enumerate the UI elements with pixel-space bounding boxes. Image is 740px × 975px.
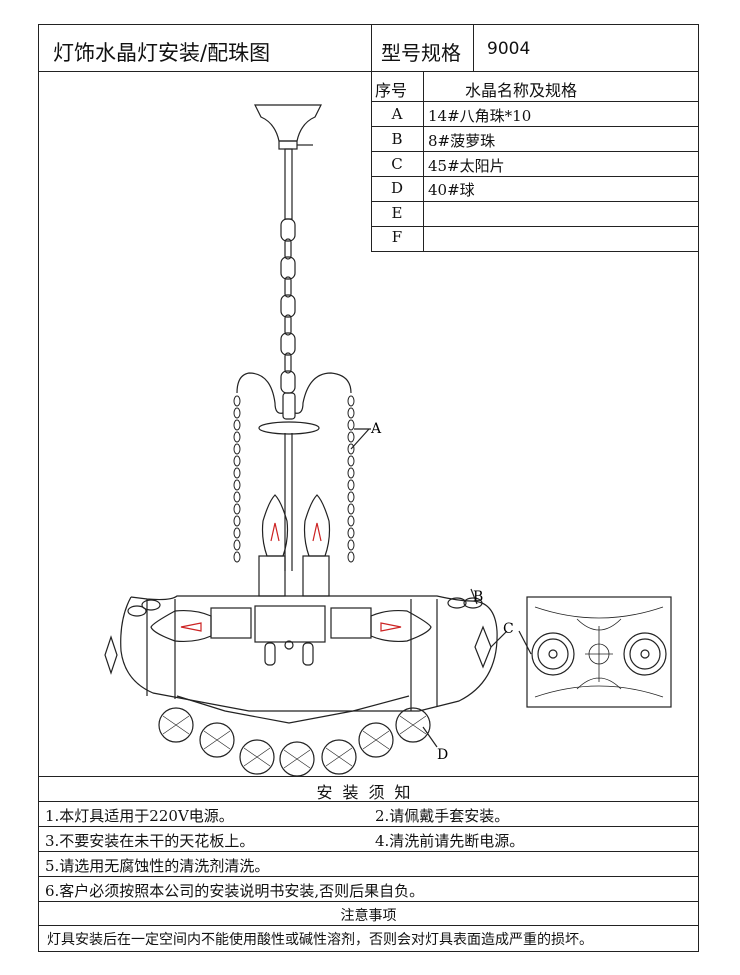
divider (371, 126, 698, 127)
row-code: E (391, 204, 403, 222)
row-code: C (391, 155, 403, 173)
model-label: 型号规格 (381, 41, 461, 65)
divider (423, 71, 424, 251)
divider (39, 925, 698, 926)
divider (371, 176, 698, 177)
divider (371, 25, 372, 71)
divider (39, 776, 698, 777)
side-pendant-left (104, 635, 118, 675)
canopy (254, 104, 322, 142)
divider (39, 876, 698, 877)
chain (280, 218, 296, 394)
decor-plate (258, 421, 320, 435)
socket-right (330, 607, 372, 639)
model-value: 9004 (487, 39, 531, 59)
crystal-balls (158, 707, 431, 776)
row-code: B (391, 130, 403, 148)
callout-b: B (473, 589, 483, 605)
side-pendant-right (474, 625, 492, 669)
callout-d: D (437, 747, 448, 763)
divider (39, 851, 698, 852)
canopy-collar (278, 140, 298, 150)
bulb-upper-left (258, 494, 289, 597)
row-desc: 8#菠萝珠 (428, 132, 496, 150)
callout-a: A (370, 421, 382, 437)
row-code: D (390, 179, 404, 197)
notice-item-5: 5.请选用无腐蚀性的清洗剂清洗。 (45, 857, 270, 875)
notice-item-3: 3.不要安装在未干的天花板上。 (45, 832, 255, 850)
sheet-title: 灯饰水晶灯安装/配珠图 (53, 41, 271, 65)
col-desc-header: 水晶名称及规格 (465, 81, 578, 100)
central-body (254, 605, 326, 643)
divider (371, 201, 698, 202)
rod (284, 148, 293, 220)
upper-arm-right (294, 372, 352, 414)
installation-sheet: 灯饰水晶灯安装/配珠图 型号规格 9004 序号 水晶名称及规格 A 14#八角… (38, 24, 699, 952)
divider (371, 151, 698, 152)
bulb-upper-right (302, 494, 331, 597)
divider (39, 71, 698, 72)
bulb-right (370, 609, 432, 643)
upper-arm-left (236, 372, 284, 414)
divider (39, 826, 698, 827)
col-code-header: 序号 (375, 81, 408, 100)
row-desc: 14#八角珠*10 (428, 107, 532, 125)
row-code: A (391, 105, 403, 123)
notice-item-2: 2.请佩戴手套安装。 (375, 807, 510, 825)
divider (473, 25, 474, 71)
notice-item-1: 1.本灯具适用于220V电源。 (45, 807, 234, 825)
divider (371, 226, 698, 227)
bulb-left (150, 609, 212, 643)
socket-left (210, 607, 252, 639)
row-desc: 40#球 (428, 181, 475, 199)
crystal-strand-left (233, 395, 241, 563)
pineapple-beads (127, 597, 483, 617)
caution-heading: 注意事项 (340, 908, 397, 924)
notice-item-4: 4.清洗前请先断电源。 (375, 832, 525, 850)
crystal-strand-right (347, 395, 355, 563)
row-desc: 45#太阳片 (428, 157, 505, 175)
frame-arc (120, 595, 498, 712)
hook-body (282, 392, 296, 420)
divider (371, 251, 698, 252)
row-code: F (391, 228, 403, 246)
divider (39, 801, 698, 802)
divider (371, 71, 372, 251)
callout-c: C (503, 621, 514, 637)
divider (39, 901, 698, 902)
caution-text: 灯具安装后在一定空间内不能使用酸性或碱性溶剂，否则会对灯具表面造成严重的损坏。 (47, 932, 593, 948)
notice-heading: 安装须知 (316, 783, 421, 802)
sun-plate-detail (518, 596, 672, 708)
chandelier-drawing: A B C D (104, 104, 672, 776)
divider (371, 101, 698, 102)
notice-item-6: 6.客户必须按照本公司的安装说明书安装,否则后果自负。 (45, 882, 425, 900)
